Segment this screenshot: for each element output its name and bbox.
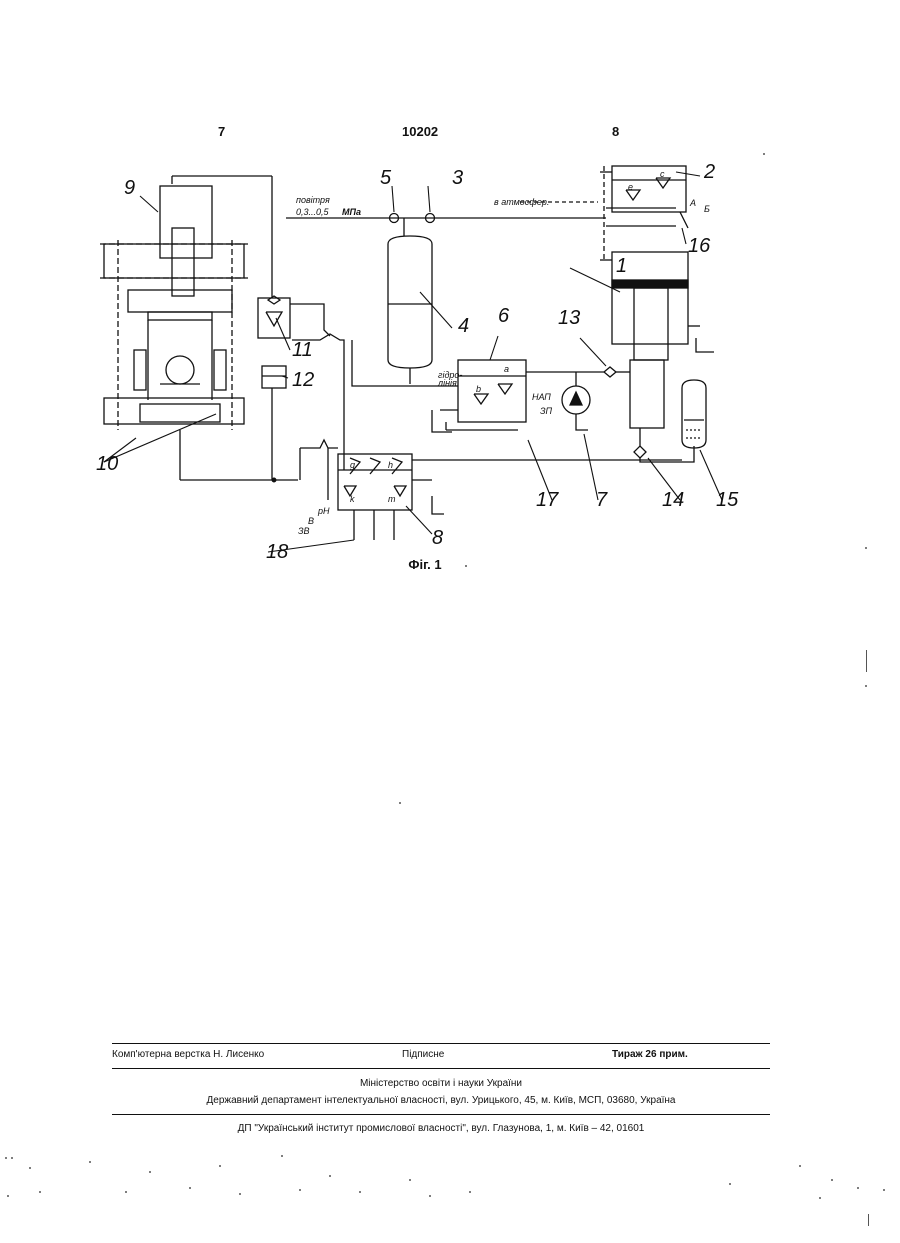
scan-noise [0, 0, 900, 1243]
